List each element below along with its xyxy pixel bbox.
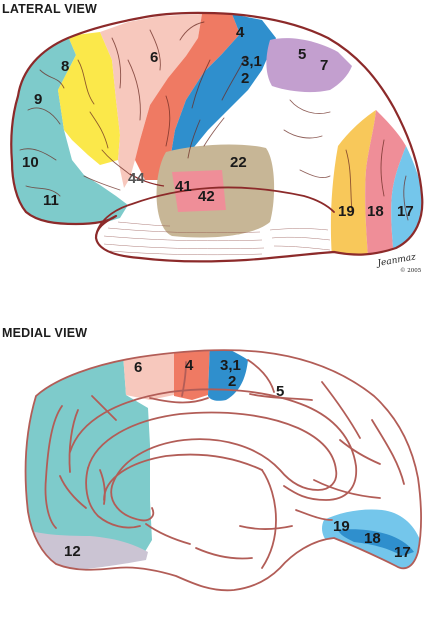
medial-area-17-label: 17 <box>394 544 411 561</box>
lateral-region-teal <box>11 36 128 226</box>
lateral-area-6-label: 6 <box>150 49 158 66</box>
lateral-area-4-label: 4 <box>236 24 245 41</box>
lateral-brain: 4 8 6 3,1 2 5 7 9 10 44 22 41 42 11 19 1… <box>10 11 424 274</box>
medial-area-2-label: 2 <box>228 373 236 390</box>
artist-signature: Jeanmaz <box>375 252 417 269</box>
lateral-region-rose <box>172 170 226 212</box>
medial-area-4-label: 4 <box>185 357 194 374</box>
medial-area-5-label: 5 <box>276 383 284 400</box>
medial-area-18-label: 18 <box>364 530 381 547</box>
cingulate-outer <box>69 388 358 501</box>
lateral-area-8-label: 8 <box>61 58 69 75</box>
medial-brain-outline <box>24 349 422 592</box>
lateral-view-title: LATERAL VIEW <box>2 2 97 16</box>
lateral-area-22-label: 22 <box>230 154 247 171</box>
lateral-region-yellow <box>58 32 120 165</box>
lateral-area-17-label: 17 <box>397 203 414 220</box>
lateral-area-11-label: 11 <box>43 192 59 209</box>
lateral-region-orange <box>330 110 376 258</box>
medial-region-pink <box>122 350 174 400</box>
lateral-area-41-label: 41 <box>175 178 192 195</box>
corpus-callosum <box>87 411 338 522</box>
lateral-region-pink <box>100 14 202 188</box>
medial-view-title: MEDIAL VIEW <box>2 326 87 340</box>
lateral-area-7-label: 7 <box>320 57 328 74</box>
lateral-region-lilac <box>266 38 352 93</box>
medial-brain: 6 4 3,1 2 5 19 18 17 12 <box>24 349 422 592</box>
medial-area-19-label: 19 <box>333 518 350 535</box>
lateral-area-42-label: 42 <box>198 188 215 205</box>
lateral-area-10-label: 10 <box>22 154 39 171</box>
lateral-area-19-label: 19 <box>338 203 355 220</box>
lateral-area-2-label: 2 <box>241 70 249 87</box>
medial-region-salmon <box>174 350 210 400</box>
lateral-area-3-1-label: 3,1 <box>241 53 262 70</box>
lateral-region-rose-occipital <box>365 110 406 258</box>
temporal-lobe-lines <box>103 221 331 256</box>
lateral-area-9-label: 9 <box>34 91 42 108</box>
callosum-inner <box>103 453 263 501</box>
artist-signature-year: © 2005 <box>400 267 422 274</box>
brainstem-stub <box>261 469 277 569</box>
medial-area-6-label: 6 <box>134 359 142 376</box>
insula-line <box>129 173 165 187</box>
medial-region-teal <box>25 350 152 580</box>
lateral-region-salmon <box>135 14 240 180</box>
medial-area-12-label: 12 <box>64 543 81 560</box>
sylvian-fissure <box>95 186 335 237</box>
lateral-gyral-lines <box>19 21 409 221</box>
medial-area-3-1-label: 3,1 <box>220 357 241 374</box>
lateral-area-5-label: 5 <box>298 46 306 63</box>
lateral-area-44-label: 44 <box>128 170 145 187</box>
medial-region-blue <box>208 350 248 401</box>
callosum-genu <box>85 467 141 529</box>
lateral-brain-outline <box>10 11 424 263</box>
medial-region-grey-lilac <box>28 530 148 570</box>
medial-region-blue-calcarine <box>338 529 414 556</box>
lateral-area-18-label: 18 <box>367 203 384 220</box>
